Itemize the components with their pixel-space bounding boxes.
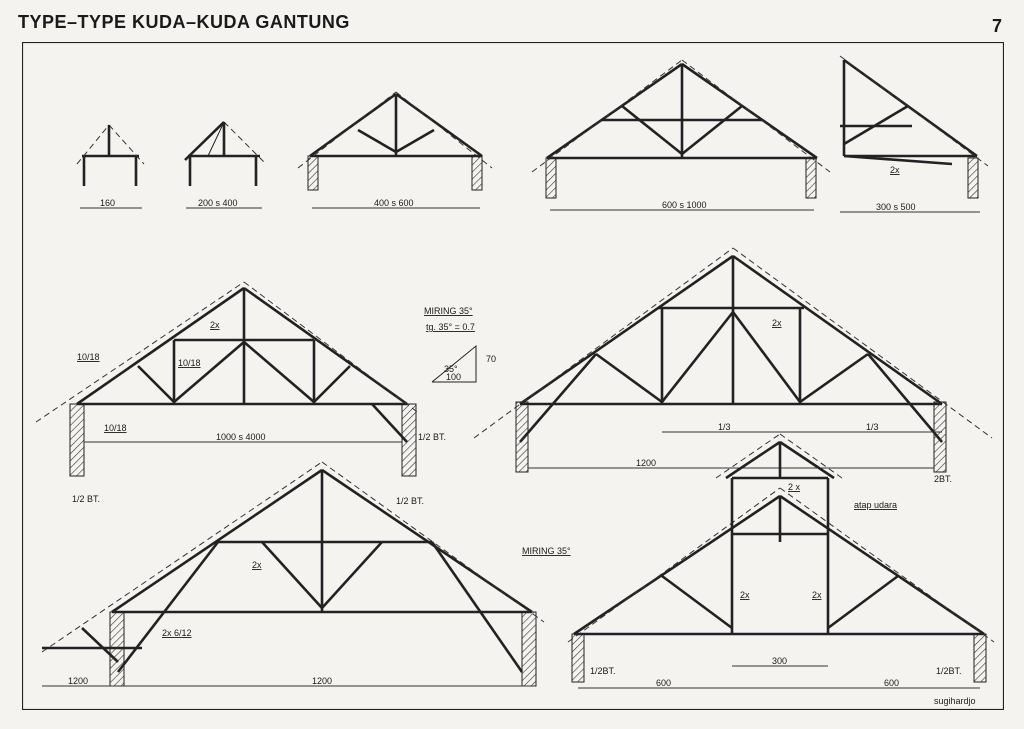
dim-1200-top: 1200 xyxy=(636,458,656,468)
dim-third-left: 1/3 xyxy=(718,422,731,432)
label-2x-left-post: 2x xyxy=(740,590,750,600)
truss-1000-4000: 2x 10/18 10/18 10/18 1000 s 4000 1/2 BT.… xyxy=(35,281,446,506)
truss-200-400: 200 s 400 xyxy=(184,121,265,209)
dim-1200-bottom: 1200 xyxy=(312,676,332,686)
dim-300-500: 300 s 500 xyxy=(876,202,916,212)
label-tg-35: tg. 35° = 0.7 xyxy=(426,322,475,332)
truss-600-1000: 600 s 1000 xyxy=(531,59,831,211)
label-2x-right-post: 2x xyxy=(812,590,822,600)
page-number: 7 xyxy=(991,16,1002,36)
label-10-18-tie: 10/18 xyxy=(104,423,127,433)
label-half-2bt-left: 1/2BT. xyxy=(590,666,616,676)
dim-1000-4000: 1000 s 4000 xyxy=(216,432,266,442)
label-slope-70: 70 xyxy=(486,354,496,364)
label-2x-6-12: 2x 6/12 xyxy=(162,628,192,638)
truss-400-600: 400 s 600 xyxy=(297,91,493,209)
label-half-2bt-right: 1/2BT. xyxy=(936,666,962,676)
dim-160: 160 xyxy=(100,198,115,208)
truss-atap-udara: 2 x atap udara 2x 2x 300 600 600 1/2BT. … xyxy=(567,433,995,689)
truss-300-500: 2x 300 s 500 xyxy=(839,55,989,213)
label-2x-lean: 2x xyxy=(890,165,900,175)
label-half-brick-under: 1/2 BT. xyxy=(396,496,424,506)
label-2x-braced: 2x xyxy=(252,560,262,570)
dim-600-right: 600 xyxy=(884,678,899,688)
label-miring-35: MIRING 35° xyxy=(424,306,473,316)
dim-300-center: 300 xyxy=(772,656,787,666)
label-half-brick-left: 1/2 BT. xyxy=(72,494,100,504)
label-half-brick-right: 1/2 BT. xyxy=(418,432,446,442)
label-2x-thirds: 2x xyxy=(772,318,782,328)
label-2x-top: 2 x xyxy=(788,482,801,492)
slope-note: MIRING 35° tg. 35° = 0.7 70 100 35° xyxy=(424,306,496,383)
signature: sugihardjo xyxy=(934,696,976,706)
truss-1200-braced: 2x 2x 6/12 1200 1200 MIRING 35° xyxy=(41,461,571,687)
label-slope-angle: 35° xyxy=(444,364,458,374)
label-atap-udara: atap udara xyxy=(854,500,897,510)
label-10-18-rafter: 10/18 xyxy=(77,352,100,362)
dim-600-1000: 600 s 1000 xyxy=(662,200,707,210)
dim-200-bottom: 1200 xyxy=(68,676,88,686)
dim-third-right: 1/3 xyxy=(866,422,879,432)
label-slope-100: 100 xyxy=(446,372,461,382)
page-title: TYPE–TYPE KUDA–KUDA GANTUNG xyxy=(18,12,350,32)
dim-600-left: 600 xyxy=(656,678,671,688)
label-2bt: 2BT. xyxy=(934,474,952,484)
label-2x-tie: 2x xyxy=(210,320,220,330)
truss-drawings: 160 200 s 400 400 s 600 xyxy=(21,41,1005,711)
dim-400-600: 400 s 600 xyxy=(374,198,414,208)
truss-160: 160 xyxy=(76,124,145,209)
label-10-18-post: 10/18 xyxy=(178,358,201,368)
truss-thirds-1200: 2x 1/3 1/3 1200 2BT. xyxy=(473,247,993,484)
dim-200-400: 200 s 400 xyxy=(198,198,238,208)
sheet-border xyxy=(21,41,1005,711)
label-miring-35-b: MIRING 35° xyxy=(522,546,571,556)
drawing-sheet: 160 200 s 400 400 s 600 xyxy=(21,41,1005,711)
